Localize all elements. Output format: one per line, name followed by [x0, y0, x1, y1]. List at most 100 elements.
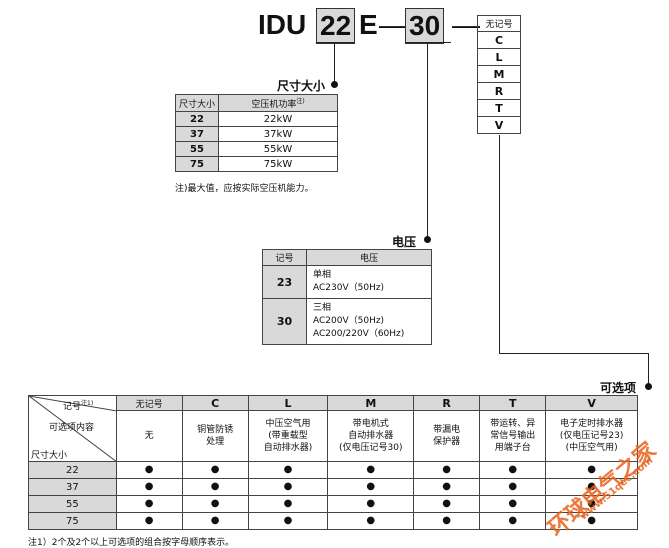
option-leader-horiz — [499, 353, 648, 354]
option-desc-line: 带电机式 — [352, 419, 389, 429]
option-col-code: C — [181, 395, 249, 411]
option-row-size: 22 — [28, 461, 117, 479]
power-header: 空压机功率注) — [218, 94, 338, 112]
corner-size-label: 尺寸大小 — [31, 451, 68, 461]
option-availability-mark: ● — [479, 495, 547, 513]
option-availability-mark: ● — [479, 461, 547, 479]
option-col-code: M — [327, 395, 415, 411]
option-row-size: 75 — [28, 512, 117, 530]
option-leader-vert — [499, 135, 500, 353]
option-desc-line: 无 — [144, 431, 154, 441]
option-availability-mark: ● — [247, 461, 329, 479]
option-availability-mark: ● — [247, 478, 329, 496]
size-value: 22 — [175, 111, 219, 127]
option-desc-line: (仅电压记号23) — [559, 431, 624, 441]
voltage-code: 30 — [262, 298, 307, 345]
option-code-item: C — [477, 31, 521, 49]
option-availability-mark: ● — [115, 495, 183, 513]
voltage-underline — [405, 42, 451, 43]
option-desc-line: 保护器 — [433, 437, 461, 447]
options-footnote: 注1）2个及2个以上可选项的组合按字母顺序表示。 — [28, 538, 235, 548]
option-availability-mark: ● — [413, 461, 481, 479]
size-value: 55 — [175, 141, 219, 157]
option-row-size: 55 — [28, 495, 117, 513]
option-col-desc: 带漏电保护器 — [413, 410, 481, 462]
model-letter: E — [359, 9, 378, 40]
option-col-code: T — [479, 395, 547, 411]
model-voltage-box: 30 — [405, 8, 445, 44]
option-availability-mark: ● — [545, 512, 638, 530]
voltage-desc-line: 单相 — [313, 270, 332, 280]
size-value: 37 — [175, 126, 219, 142]
option-availability-mark: ● — [327, 461, 415, 479]
corner-content-label: 可选项内容 — [49, 423, 95, 433]
option-availability-mark: ● — [247, 512, 329, 530]
model-dash-2: — — [452, 9, 480, 40]
model-dash-1: — — [379, 9, 407, 40]
option-desc-line: 自动排水器 — [348, 431, 394, 441]
option-code-item: R — [477, 82, 521, 100]
size-header: 尺寸大小 — [175, 94, 219, 112]
voltage-code: 23 — [262, 265, 307, 299]
corner-diagonals — [29, 396, 117, 462]
voltage-row: 23 单相 AC230V（50Hz) — [262, 265, 432, 299]
option-col-desc: 带运转、异常信号输出用端子台 — [479, 410, 547, 462]
power-value: 75kW — [218, 156, 338, 172]
voltage-leader-line — [427, 43, 428, 239]
option-code-item: 无记号 — [477, 15, 521, 32]
option-desc-line: (中压空气用) — [565, 443, 618, 453]
option-row: 37●●●●●●● — [28, 478, 638, 496]
power-value: 22kW — [218, 111, 338, 127]
option-availability-mark: ● — [413, 478, 481, 496]
option-col-code: R — [413, 395, 481, 411]
option-desc-line: 自动排水器) — [263, 443, 313, 453]
option-availability-mark: ● — [327, 478, 415, 496]
option-availability-mark: ● — [181, 478, 249, 496]
voltage-desc-line: AC200V（50Hz) — [313, 316, 385, 326]
option-availability-mark: ● — [327, 495, 415, 513]
option-availability-mark: ● — [247, 495, 329, 513]
option-availability-mark: ● — [413, 495, 481, 513]
option-row: 22●●●●●●● — [28, 461, 638, 479]
power-value: 37kW — [218, 126, 338, 142]
option-desc-line: (仅电压记号30) — [339, 443, 403, 453]
option-desc-line: 中压空气用 — [265, 419, 311, 429]
option-row: 55●●●●●●● — [28, 495, 638, 513]
voltage-code-header: 记号 — [262, 249, 307, 266]
option-code-item: M — [477, 65, 521, 83]
option-availability-mark: ● — [327, 512, 415, 530]
option-col-code: V — [545, 395, 638, 411]
model-size-box: 22 — [316, 8, 356, 44]
option-desc-line: 带运转、异 — [490, 419, 536, 429]
voltage-desc: 单相 AC230V（50Hz) — [306, 265, 432, 299]
option-availability-mark: ● — [479, 478, 547, 496]
option-leader-down — [648, 353, 649, 386]
option-availability-mark: ● — [413, 512, 481, 530]
option-desc-line: 处理 — [206, 437, 225, 447]
option-col-code: 无记号 — [115, 395, 183, 411]
option-desc-line: 常信号输出 — [490, 431, 536, 441]
option-availability-mark: ● — [479, 512, 547, 530]
model-prefix: IDU — [258, 9, 307, 40]
voltage-section-title: 电压 — [392, 235, 417, 249]
option-code-item: T — [477, 99, 521, 117]
option-row: 75●●●●●●● — [28, 512, 638, 530]
voltage-desc-line: AC230V（50Hz) — [313, 283, 385, 293]
option-col-desc: 无 — [115, 410, 183, 462]
size-leader-dot — [331, 81, 338, 88]
option-availability-mark: ● — [181, 495, 249, 513]
option-desc-line: 电子定时排水器 — [560, 419, 624, 429]
voltage-leader-dot — [424, 236, 431, 243]
voltage-desc-line: AC200/220V（60Hz) — [313, 329, 405, 339]
option-col-desc: 电子定时排水器 (仅电压记号23) (中压空气用) — [545, 410, 638, 462]
size-note: 注)最大值，应按实际空压机能力。 — [175, 184, 314, 194]
